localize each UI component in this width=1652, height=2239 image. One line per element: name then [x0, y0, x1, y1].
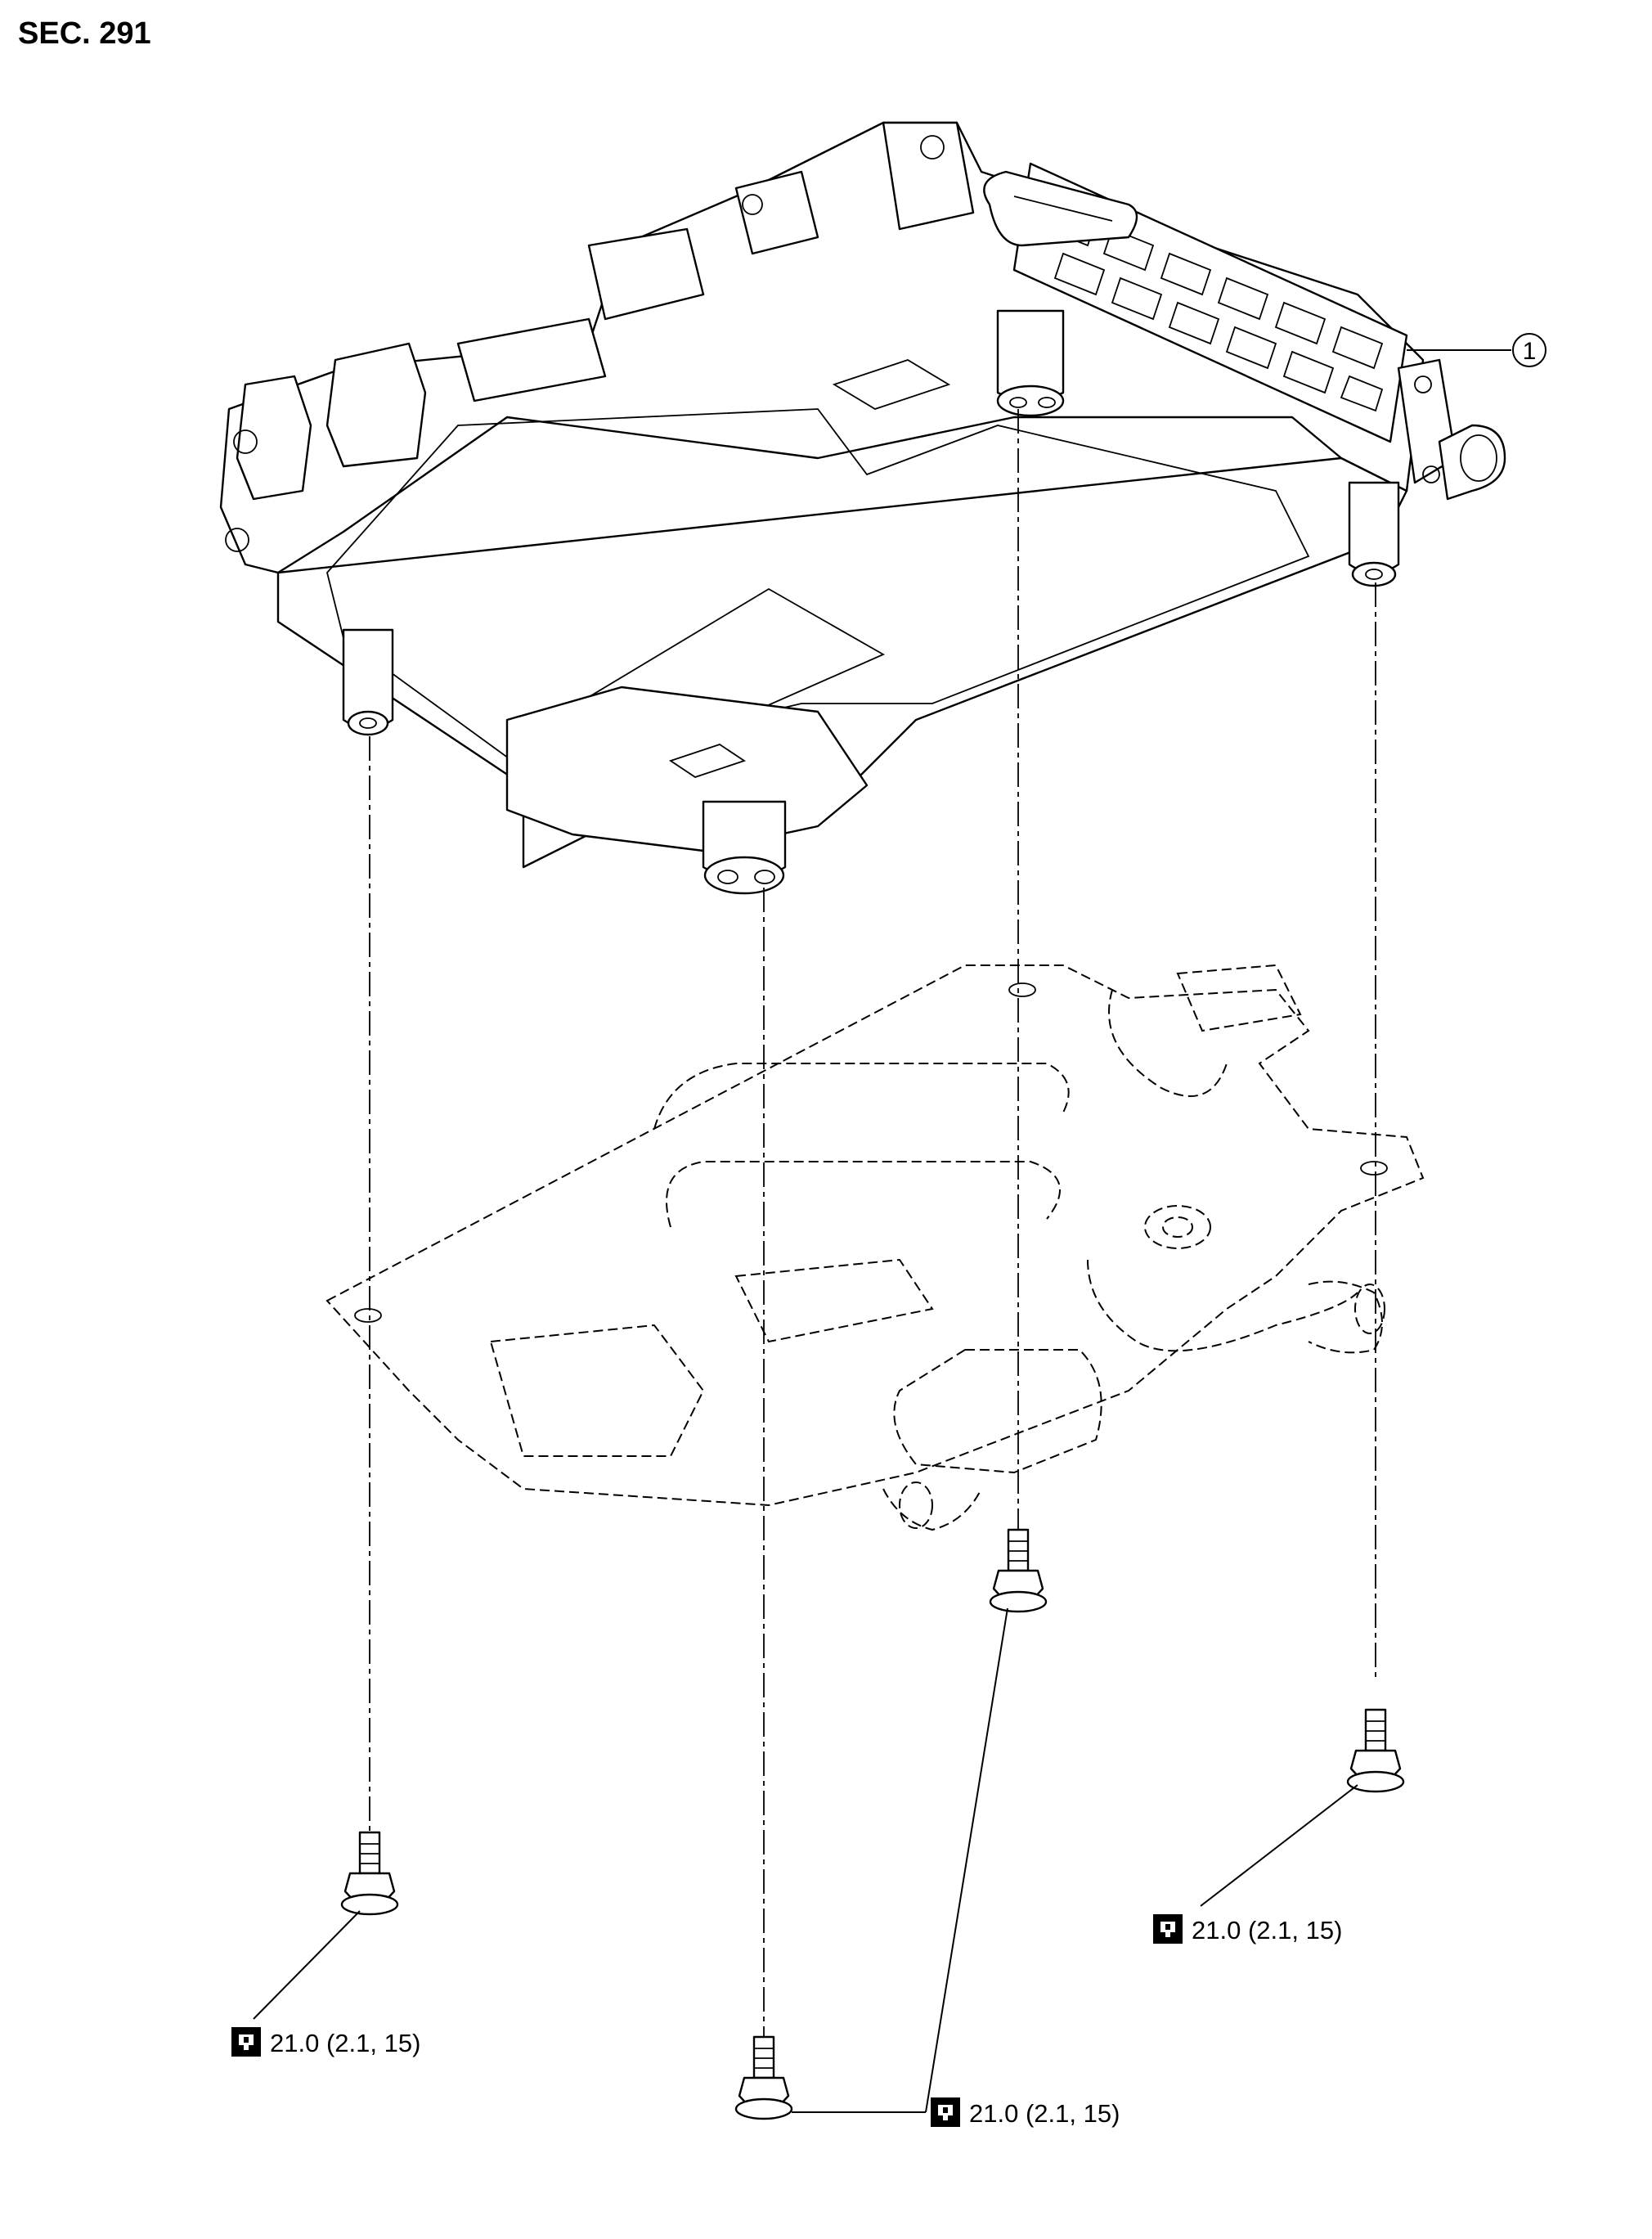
- callout-part-1: 1: [1407, 333, 1547, 367]
- torque-spec-center: 21.0 (2.1, 15): [931, 2097, 1120, 2128]
- boss-upper-mid: [996, 309, 1065, 417]
- alignment-centerlines: [369, 409, 1376, 2037]
- torque-spec-left: 21.0 (2.1, 15): [231, 2027, 420, 2057]
- upper-housing: [219, 121, 1506, 895]
- torque-value-center: 21.0 (2.1, 15): [969, 2099, 1120, 2128]
- bolt-left: [340, 1831, 399, 1916]
- bolt-center: [734, 2035, 793, 2120]
- callout-part-1-number: 1: [1523, 338, 1537, 365]
- torque-wrench-icon: [1153, 1914, 1183, 1944]
- bolt-right: [1346, 1708, 1405, 1793]
- torque-spec-right: 21.0 (2.1, 15): [1153, 1914, 1342, 1945]
- gasket-outline: [325, 964, 1425, 1531]
- torque-wrench-icon: [931, 2097, 960, 2127]
- bolt-upper-mid: [989, 1528, 1048, 1613]
- torque-value-left: 21.0 (2.1, 15): [270, 2029, 420, 2057]
- boss-center: [702, 800, 787, 895]
- section-label: SEC. 291: [18, 16, 151, 51]
- boss-left: [342, 628, 394, 736]
- torque-leaders: [253, 1607, 1358, 2113]
- torque-wrench-icon: [231, 2027, 261, 2057]
- torque-value-right: 21.0 (2.1, 15): [1192, 1916, 1342, 1945]
- boss-right: [1348, 481, 1400, 587]
